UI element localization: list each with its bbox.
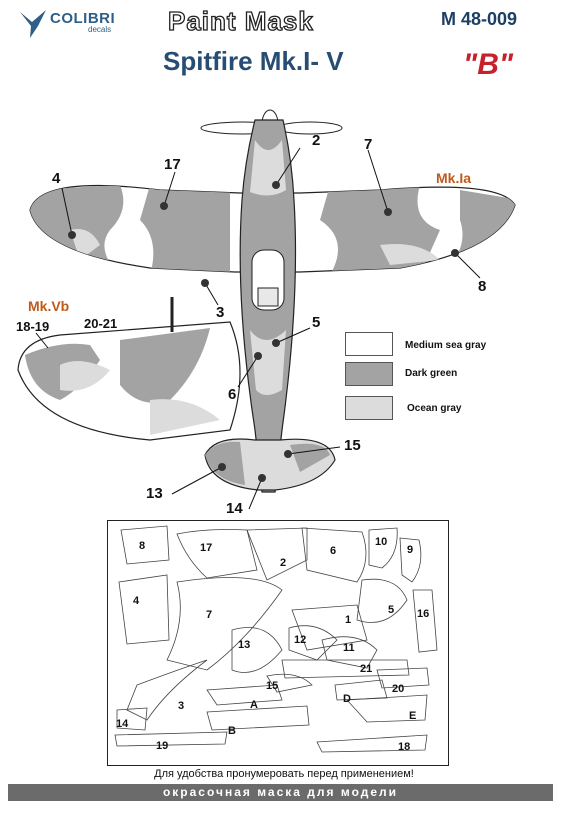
aircraft-drawing: [17, 109, 516, 510]
mask-part-18: 18: [398, 741, 411, 753]
mask-part-12: 12: [294, 634, 307, 646]
mask-part-20: 20: [392, 683, 405, 695]
colibri-logo-icon: [20, 10, 46, 38]
brand-name: COLIBRI: [50, 10, 116, 27]
mask-part-21: 21: [360, 663, 373, 675]
mask-part-b: B: [228, 725, 236, 737]
mask-part-4: 4: [133, 595, 140, 607]
mask-part-5: 5: [388, 604, 395, 616]
page-title: Paint Mask: [167, 5, 314, 36]
variant-mk5b: Mk.Vb: [28, 298, 70, 314]
mask-part-10: 10: [375, 536, 388, 548]
legend-label-ocean-gray: Ocean gray: [407, 403, 462, 414]
mask-part-d: D: [343, 693, 351, 705]
mask-part-19: 19: [156, 740, 169, 752]
mask-part-17: 17: [200, 542, 213, 554]
footer-banner: окрасочная маска для модели: [8, 784, 553, 801]
callout-18-19: 18-19: [16, 319, 50, 334]
callout-14: 14: [226, 500, 243, 517]
product-code: M 48-009: [441, 9, 518, 29]
mask-part-1: 1: [345, 614, 352, 626]
mask-part-6: 6: [330, 545, 337, 557]
legend-swatch-dark-green: [345, 362, 393, 386]
callout-7: 7: [364, 136, 373, 153]
mask-part-15: 15: [266, 680, 279, 692]
variant-mk1a: Mk.Ia: [436, 170, 472, 186]
callout-2: 2: [312, 132, 321, 149]
callout-13: 13: [146, 485, 163, 502]
mask-part-11: 11: [343, 642, 355, 654]
mask-part-9: 9: [407, 544, 414, 556]
legend-swatch-ocean-gray: [345, 396, 393, 420]
callout-20-21: 20-21: [84, 316, 118, 331]
mask-part-7: 7: [206, 609, 213, 621]
version-badge: "B": [463, 48, 514, 81]
callout-5: 5: [312, 314, 321, 331]
callout-15: 15: [344, 437, 361, 454]
model-name: Spitfire Mk.I- V: [163, 46, 344, 76]
mask-part-e: E: [409, 710, 417, 722]
mask-part-16: 16: [417, 608, 430, 620]
instruction-note: Для удобства пронумеровать перед примене…: [154, 768, 414, 780]
legend-label-dark-green: Dark green: [405, 368, 458, 379]
callout-3: 3: [216, 304, 225, 321]
callout-17: 17: [164, 156, 181, 173]
legend-swatch-medium-sea-gray: [345, 332, 393, 356]
callout-8: 8: [478, 278, 487, 295]
mask-part-8: 8: [139, 540, 146, 552]
mask-part-13: 13: [238, 639, 251, 651]
mask-part-a: A: [250, 699, 258, 711]
mask-part-14: 14: [116, 718, 129, 730]
callout-4: 4: [52, 170, 61, 187]
mask-sheet: [107, 520, 449, 766]
mask-part-2: 2: [280, 557, 287, 569]
callout-6: 6: [228, 386, 237, 403]
mask-part-3: 3: [178, 700, 185, 712]
legend-label-medium-sea-gray: Medium sea gray: [405, 340, 487, 351]
brand-sub: decals: [88, 25, 112, 34]
